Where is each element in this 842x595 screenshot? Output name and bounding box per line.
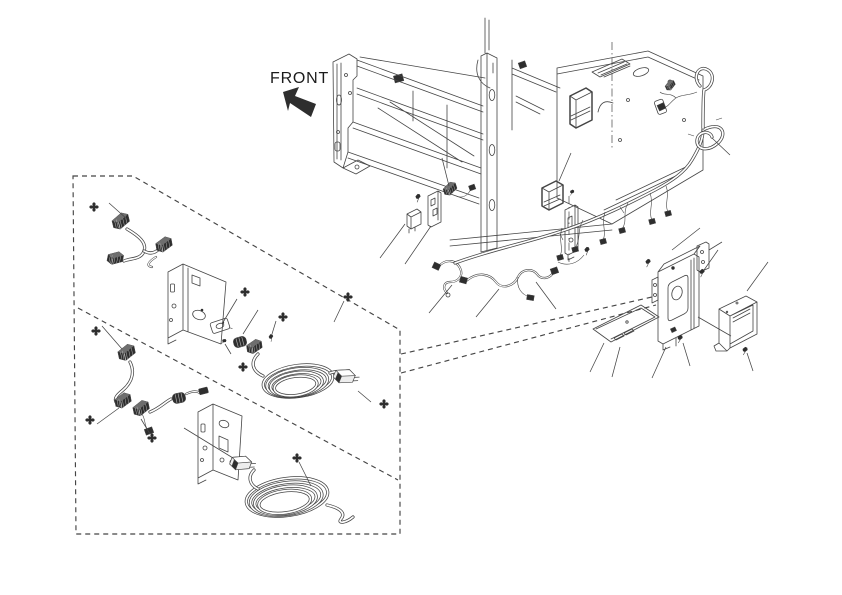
controller-bracket [651,245,701,351]
bolt-icon [414,192,423,203]
clip-part [209,317,233,334]
center-column [476,17,498,253]
machine-leader-lines [379,137,769,379]
bolt-icon [569,189,575,196]
box-cover [713,295,758,352]
power-box-part [569,87,593,129]
frame-wires [431,254,585,301]
connector-icon [245,338,264,355]
left-frame-panel [332,53,405,175]
harness-assembly-2 [113,342,209,436]
connector-icon [105,249,125,267]
controller-assembly [592,241,758,356]
detail-view-box [72,175,657,535]
relay-box-part [541,180,564,211]
connector-icon [154,235,174,254]
detail-link-lines [400,296,657,374]
ferrite-bead-icon [171,391,187,405]
front-arrow-icon [283,87,316,117]
bolt-icon [583,245,592,256]
ferrite-bead-icon [232,335,248,349]
rear-plate [696,241,710,273]
mounting-bracket-2 [197,403,243,485]
right-frame-panel [511,42,704,225]
mounting-bracket-1 [167,263,228,346]
frame-rails [347,56,613,247]
front-direction-label: FRONT [270,70,330,87]
power-cord-coil-1 [251,352,361,399]
power-plug-icon [331,364,361,390]
bolt-icon [644,258,653,268]
bolt-icon [676,334,684,344]
harness-branch-wires [556,78,698,261]
small-bracket-part [427,190,442,228]
detail-leader-lines [96,202,372,487]
switch-part [406,208,422,234]
power-cord-coil-2 [228,451,355,524]
shield-plate [592,304,660,343]
screw-icons [85,202,389,463]
main-wire-harness [453,67,725,265]
bolt-icon [267,333,276,343]
machine-frame [332,17,704,301]
harness-assembly-1 [105,210,174,269]
detail-box-outline [72,175,401,535]
sensor-connector-part [441,180,477,198]
detail-box-divider [77,307,399,481]
connector-icon [131,398,152,418]
